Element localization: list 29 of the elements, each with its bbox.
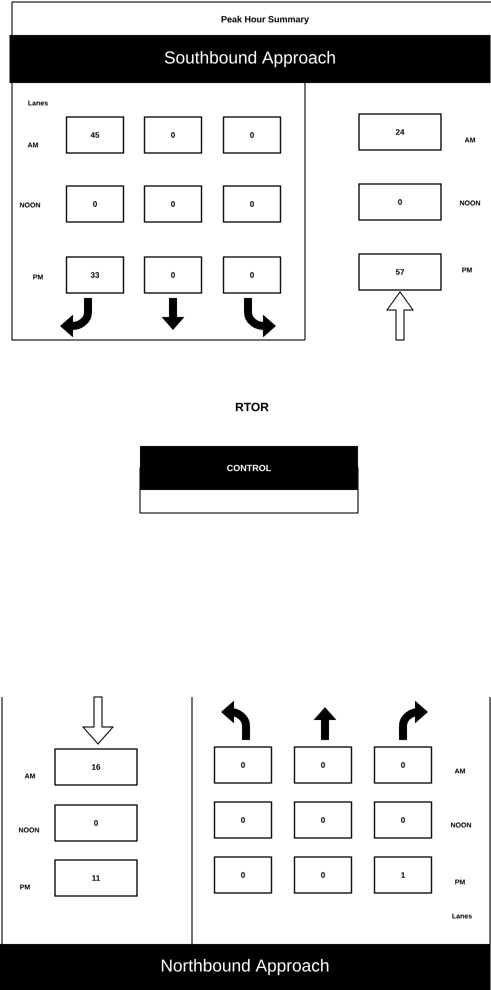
count-box: 0 — [222, 185, 282, 223]
count-box: 0 — [144, 185, 202, 223]
count-box: 1 — [374, 856, 432, 894]
count-box: 0 — [214, 856, 272, 894]
count-box: 0 — [222, 116, 282, 154]
count-box: 0 — [144, 116, 202, 154]
count-box: 0 — [374, 746, 432, 784]
count-box: 0 — [358, 183, 442, 221]
heading-band: Southbound Approach — [10, 35, 490, 83]
title: Peak Hour Summary — [222, 16, 309, 24]
count-box: 16 — [54, 748, 138, 786]
count-box: 0 — [294, 856, 352, 894]
count-box: 0 — [294, 746, 352, 784]
count-box: 24 — [358, 113, 442, 151]
count-box: 0 — [294, 801, 352, 839]
count-box: 11 — [54, 859, 138, 897]
count-box: 0 — [214, 746, 272, 784]
count-box: 0 — [214, 801, 272, 839]
heading-band: Northbound Approach — [0, 944, 490, 990]
count-box: 33 — [66, 256, 124, 294]
count-box: 57 — [358, 253, 442, 291]
control-box: CONTROL — [140, 446, 358, 514]
count-box: 45 — [66, 116, 124, 154]
count-box: 0 — [374, 801, 432, 839]
count-box: 0 — [66, 185, 124, 223]
section-label: RTOR — [236, 402, 269, 412]
count-box: 0 — [144, 256, 202, 294]
count-box: 0 — [54, 804, 138, 842]
count-box: 0 — [222, 256, 282, 294]
